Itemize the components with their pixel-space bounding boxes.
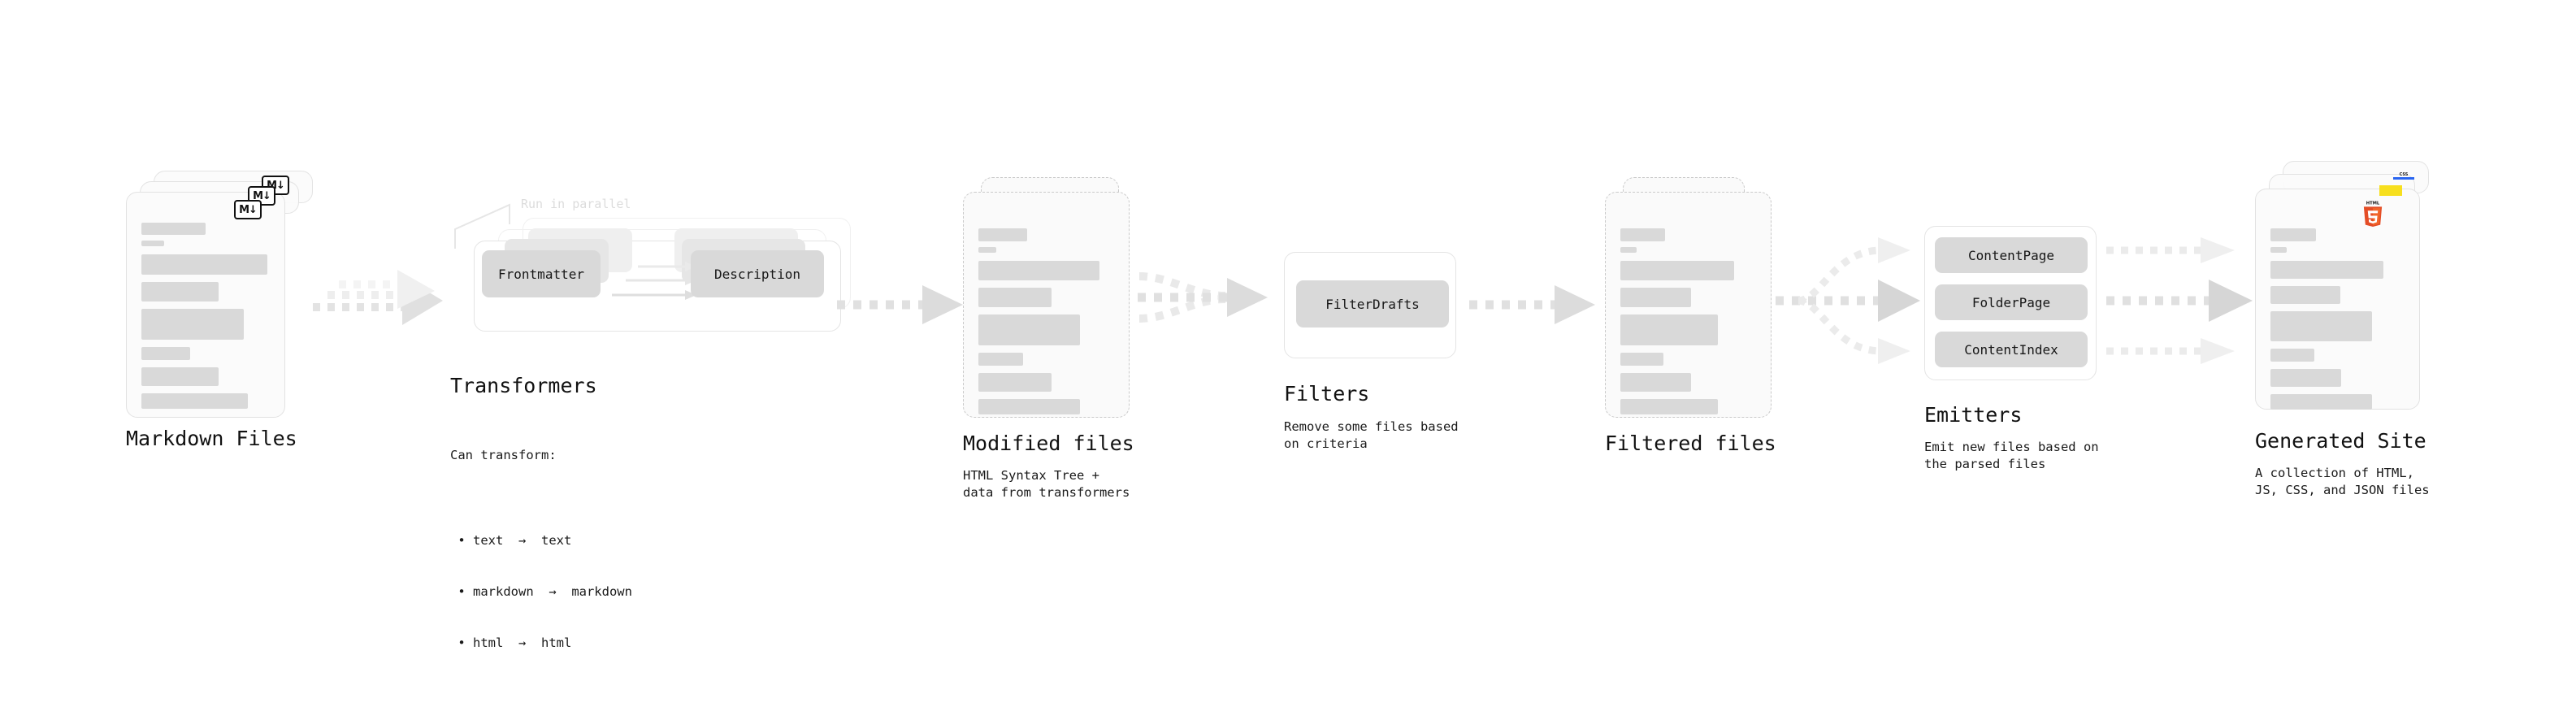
stage-desc-emitters: Emit new files based on the parsed files (1924, 440, 2099, 471)
stage-filtered-files: Filtered files (1605, 177, 1780, 455)
filtered-file-stack (1605, 177, 1780, 421)
markdown-badge-back-2: M↓ (262, 176, 289, 195)
transformers-bullet-0: • text → text (450, 533, 572, 548)
stage-title-markdown-files: Markdown Files (126, 427, 297, 450)
file-skeleton-bars (141, 223, 270, 414)
run-in-parallel-label: Run in parallel (521, 197, 631, 211)
css-badge-bar (2393, 177, 2414, 180)
transformer-inner-arrows (612, 262, 696, 300)
generated-skeleton-bars (2270, 228, 2405, 415)
arrow-transformers-to-modified-files (837, 285, 963, 324)
transformers-bullet-1: • markdown → markdown (450, 584, 632, 599)
generated-card-html (2255, 189, 2420, 410)
html5-badge: HTML (2363, 202, 2383, 228)
js-badge (2379, 185, 2402, 196)
arrow-emitters-to-generated-site (2106, 237, 2253, 364)
stage-title-emitters: Emitters (1924, 403, 2023, 427)
emitters-chip-contentindex[interactable]: ContentIndex (1935, 332, 2088, 367)
stage-generated-site: CSS HTML Generated Site A collection of … (2255, 161, 2442, 497)
transformer-chip-description-label: Description (714, 266, 800, 282)
stage-title-generated-site: Generated Site (2255, 429, 2426, 453)
file-card-front (126, 192, 285, 418)
stage-desc-filters: Remove some files based on criteria (1284, 419, 1459, 451)
run-in-parallel-bracket (454, 203, 510, 249)
stage-title-filtered-files: Filtered files (1605, 432, 1776, 455)
transformer-chip-frontmatter[interactable]: Frontmatter (482, 250, 601, 297)
stage-desc-transformers: Can transform: • text → text • markdown … (450, 413, 632, 720)
modified-skeleton-bars (978, 228, 1114, 420)
transformer-chip-frontmatter-label: Frontmatter (498, 266, 584, 282)
transformers-bullet-2: • html → html (450, 635, 572, 650)
filtered-skeleton-bars (1620, 228, 1756, 420)
stage-desc-modified-files: HTML Syntax Tree + data from transformer… (963, 468, 1130, 500)
modified-file-stack (963, 177, 1138, 421)
arrow-modified-files-to-filters (1138, 272, 1268, 323)
stage-title-modified-files: Modified files (963, 432, 1134, 455)
stage-title-transformers: Transformers (450, 374, 597, 397)
stage-modified-files: Modified files HTML Syntax Tree + data f… (963, 177, 1138, 500)
filters-chip-filterdrafts[interactable]: FilterDrafts (1296, 280, 1449, 327)
css-badge-text: CSS (2399, 172, 2409, 177)
emitters-chip-contentindex-label: ContentIndex (1964, 341, 2058, 358)
emitters-chip-contentpage-label: ContentPage (1968, 247, 2054, 263)
emitters-chip-contentpage[interactable]: ContentPage (1935, 237, 2088, 273)
arrow-filtered-files-to-emitters (1776, 237, 1920, 364)
stage-title-filters: Filters (1284, 382, 1370, 406)
emitters-chip-folderpage[interactable]: FolderPage (1935, 284, 2088, 320)
stage-desc-generated-site: A collection of HTML, JS, CSS, and JSON … (2255, 466, 2430, 497)
arrow-markdown-to-transformers (313, 270, 443, 325)
stage-markdown-files: M↓ M↓ M↓ Markdown Files (126, 171, 313, 450)
svg-text:HTML: HTML (2366, 202, 2380, 206)
markdown-file-stack: M↓ M↓ M↓ (126, 171, 313, 419)
filters-chip-filterdrafts-label: FilterDrafts (1325, 296, 1420, 312)
modified-card-front (963, 192, 1130, 418)
emitters-chip-folderpage-label: FolderPage (1971, 294, 2051, 310)
arrow-filters-to-filtered-files (1469, 285, 1595, 324)
transformers-bullet-list: • text → text • markdown → markdown • ht… (450, 498, 632, 686)
generated-site-stack: CSS HTML (2255, 161, 2442, 421)
filtered-card-front (1605, 192, 1772, 418)
css-badge: CSS (2393, 171, 2414, 180)
transformer-chip-description[interactable]: Description (691, 250, 824, 297)
markdown-badge-front: M↓ (234, 200, 262, 219)
transformers-desc-heading: Can transform: (450, 448, 557, 462)
